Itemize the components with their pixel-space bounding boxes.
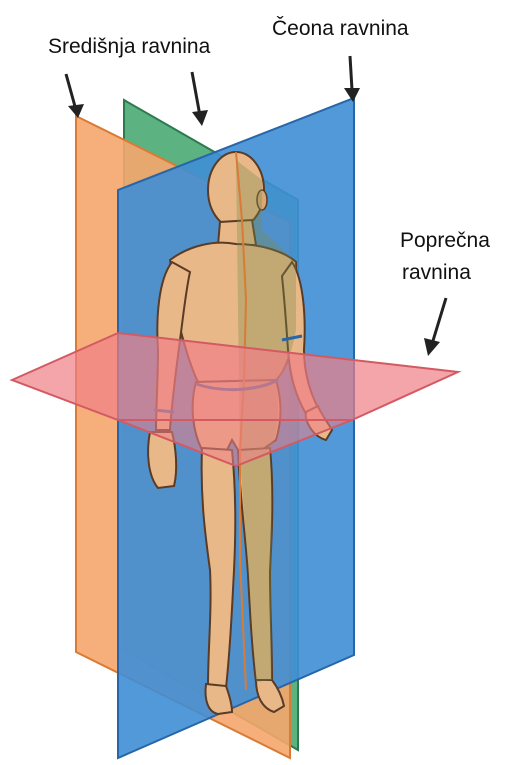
arrow-green [192, 72, 208, 126]
arrow-frontal [344, 56, 360, 102]
arrow-sagittal [66, 74, 84, 118]
arrow-transverse [424, 298, 446, 356]
